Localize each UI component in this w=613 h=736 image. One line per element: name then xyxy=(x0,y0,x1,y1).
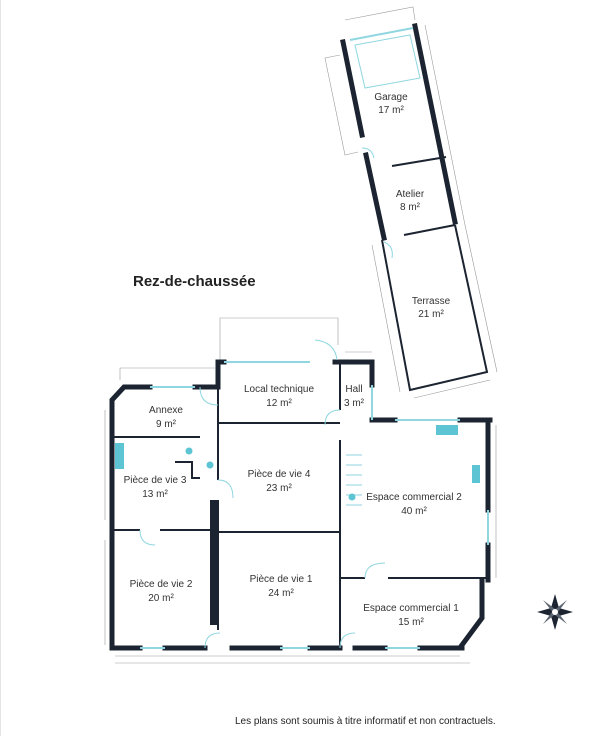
washbasin-icon xyxy=(115,443,124,469)
floor-title: Rez-de-chaussée xyxy=(133,273,256,290)
disclaimer: Les plans sont soumis à titre informatif… xyxy=(235,716,496,727)
svg-text:Espace commercial 2: Espace commercial 2 xyxy=(366,492,462,503)
radiator-icon xyxy=(185,447,193,455)
room-label-piece-de-vie-2: Pièce de vie 2 20 m² xyxy=(130,579,193,604)
svg-text:Pièce de vie 3: Pièce de vie 3 xyxy=(124,475,187,486)
svg-text:20 m²: 20 m² xyxy=(148,593,174,604)
svg-text:13 m²: 13 m² xyxy=(142,489,168,500)
radiator-icon xyxy=(348,493,356,501)
garage-block xyxy=(340,23,489,392)
svg-text:8 m²: 8 m² xyxy=(400,202,421,213)
svg-text:Terrasse: Terrasse xyxy=(412,296,451,307)
svg-text:Pièce de vie 2: Pièce de vie 2 xyxy=(130,579,193,590)
svg-text:Annexe: Annexe xyxy=(149,405,183,416)
svg-text:23 m²: 23 m² xyxy=(266,483,292,494)
radiator-icon xyxy=(206,461,214,469)
svg-text:21 m²: 21 m² xyxy=(418,309,444,320)
cooktop-icon xyxy=(472,465,480,483)
svg-text:17 m²: 17 m² xyxy=(378,105,404,116)
staircase xyxy=(346,454,362,506)
main-building-walls xyxy=(109,359,493,651)
svg-text:9 m²: 9 m² xyxy=(156,419,177,430)
room-label-espace-commercial-1: Espace commercial 1 15 m² xyxy=(363,603,459,628)
svg-text:3 m²: 3 m² xyxy=(344,398,365,409)
svg-text:Espace commercial 1: Espace commercial 1 xyxy=(363,603,459,614)
svg-text:Local technique: Local technique xyxy=(244,384,314,395)
svg-text:40 m²: 40 m² xyxy=(401,506,427,517)
kitchen-sink-icon xyxy=(436,425,458,435)
svg-text:Garage: Garage xyxy=(374,92,408,103)
room-label-terrasse: Terrasse 21 m² xyxy=(412,296,451,320)
svg-text:Pièce de vie 4: Pièce de vie 4 xyxy=(248,469,311,480)
svg-text:Pièce de vie 1: Pièce de vie 1 xyxy=(250,574,313,585)
room-label-garage: Garage 17 m² xyxy=(374,92,408,116)
room-label-annexe: Annexe 9 m² xyxy=(149,405,183,430)
svg-text:15 m²: 15 m² xyxy=(398,617,424,628)
interior-walls xyxy=(112,339,488,649)
svg-text:Hall: Hall xyxy=(345,384,362,395)
svg-text:Atelier: Atelier xyxy=(396,189,425,200)
svg-text:12 m²: 12 m² xyxy=(266,398,292,409)
dimension-lines xyxy=(104,6,498,664)
room-label-atelier: Atelier 8 m² xyxy=(396,189,425,213)
room-label-piece-de-vie-3: Pièce de vie 3 13 m² xyxy=(124,475,187,500)
svg-text:24 m²: 24 m² xyxy=(268,588,294,599)
column-wall xyxy=(210,500,217,625)
room-label-piece-de-vie-1: Pièce de vie 1 24 m² xyxy=(250,574,313,599)
compass-icon xyxy=(537,594,573,630)
room-label-espace-commercial-2: Espace commercial 2 40 m² xyxy=(366,492,462,517)
room-label-piece-de-vie-4: Pièce de vie 4 23 m² xyxy=(248,469,311,494)
room-label-hall: Hall 3 m² xyxy=(344,384,365,409)
room-label-local-technique: Local technique 12 m² xyxy=(244,384,314,409)
